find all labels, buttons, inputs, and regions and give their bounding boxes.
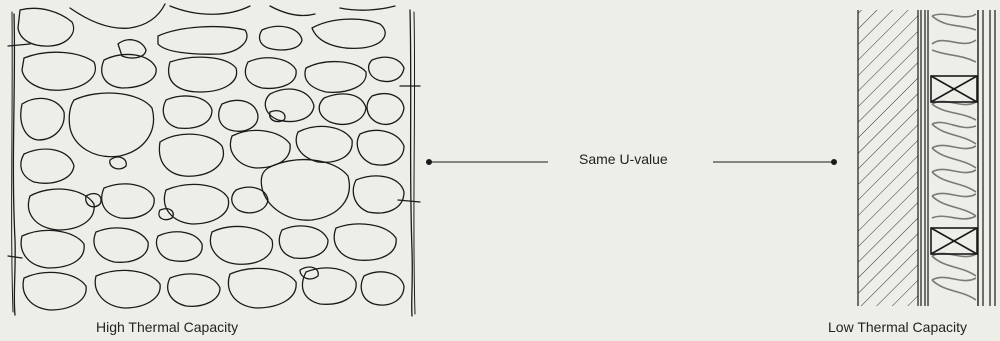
high-thermal-capacity-label: High Thermal Capacity [96,319,239,335]
lightweight-wall [857,10,996,306]
stone-wall-right-edge [409,9,413,317]
right-connector-dot [831,159,837,165]
insulation-layer [931,13,977,301]
low-thermal-capacity-label: Low Thermal Capacity [828,319,968,335]
stud-members [930,75,978,255]
stone-wall-left-edge [12,13,16,316]
stone-wall [7,3,421,317]
same-u-value-label: Same U-value [579,151,668,167]
u-value-connector [426,159,837,165]
hatched-leaf [858,10,918,306]
